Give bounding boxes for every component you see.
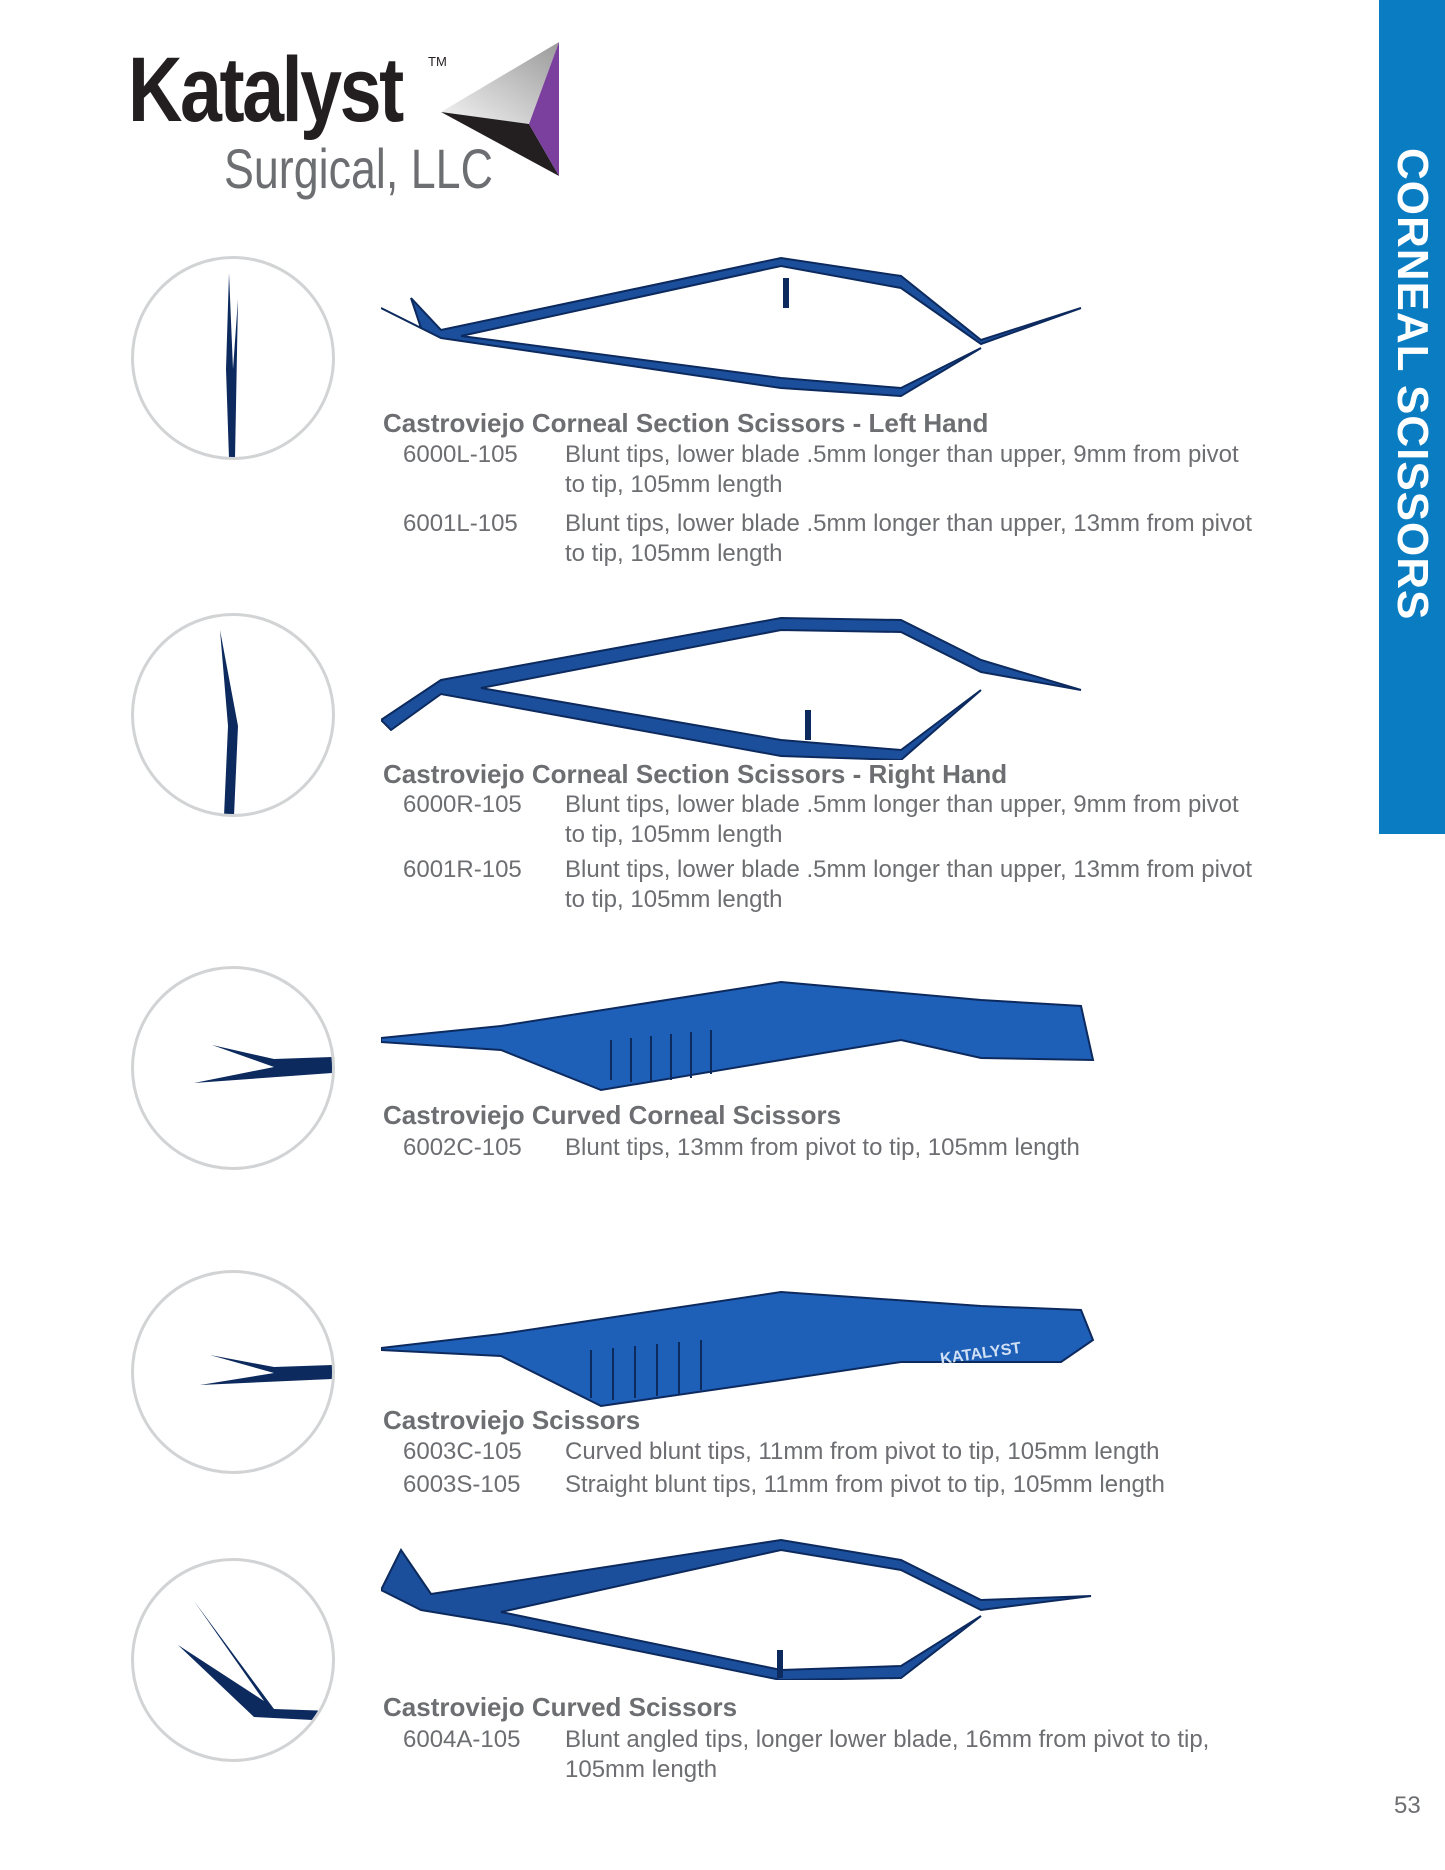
product-desc: Straight blunt tips, 11mm from pivot to … (565, 1471, 1165, 1498)
product-desc: Blunt tips, lower blade .5mm longer than… (565, 510, 1252, 567)
product-code: 6000R-105 (403, 791, 522, 818)
scissors-tip-icon (194, 1045, 332, 1083)
scissors-image (381, 616, 1082, 760)
product-row: 6001R-105 Blunt tips, lower blade .5mm lo… (403, 855, 1265, 915)
scissors-image (381, 980, 1095, 1092)
scissors-image (381, 256, 1082, 398)
product-row: 6002C-105 Blunt tips, 13mm from pivot to … (403, 1133, 1265, 1163)
product-row: 6003S-105 Straight blunt tips, 11mm from … (403, 1470, 1265, 1500)
section-tab: CORNEAL SCISSORS (1379, 0, 1445, 834)
product-title: Castroviejo Curved Corneal Scissors (383, 1100, 842, 1130)
product-desc: Blunt tips, lower blade .5mm longer than… (565, 441, 1239, 498)
product-row: 6000L-105 Blunt tips, lower blade .5mm lo… (403, 440, 1265, 500)
scissors-tip-icon (200, 1355, 332, 1385)
product-desc: Blunt tips, lower blade .5mm longer than… (565, 791, 1239, 848)
product-code: 6003S-105 (403, 1471, 521, 1498)
product-title: Castroviejo Corneal Section Scissors - R… (383, 759, 1008, 789)
section-tab-label: CORNEAL SCISSORS (1388, 148, 1437, 621)
scissors-image (381, 1538, 1092, 1680)
scissors-tip-icon (178, 1601, 332, 1721)
scissors-tip-icon (226, 273, 238, 457)
product-row: 6001L-105 Blunt tips, lower blade .5mm lo… (403, 509, 1265, 569)
product-desc: Curved blunt tips, 11mm from pivot to ti… (565, 1438, 1160, 1465)
product-code: 6001L-105 (403, 510, 518, 537)
product-code: 6004A-105 (403, 1726, 521, 1753)
tip-detail-circle (131, 1558, 335, 1762)
product-code: 6001R-105 (403, 856, 522, 883)
tip-detail-circle (131, 1270, 335, 1474)
tip-detail-circle (131, 966, 335, 1170)
product-row: 6003C-105 Curved blunt tips, 11mm from pi… (403, 1437, 1265, 1467)
tip-detail-circle (131, 256, 335, 460)
product-code: 6000L-105 (403, 441, 518, 468)
product-code: 6002C-105 (403, 1134, 522, 1161)
tip-detail-circle (131, 613, 335, 817)
product-code: 6003C-105 (403, 1438, 522, 1465)
scissors-image: KATALYST (381, 1290, 1095, 1408)
product-row: 6000R-105 Blunt tips, lower blade .5mm lo… (403, 790, 1265, 850)
product-desc: Blunt tips, lower blade .5mm longer than… (565, 856, 1252, 913)
product-desc: Blunt tips, 13mm from pivot to tip, 105m… (565, 1134, 1080, 1161)
scissors-tip-icon (220, 630, 238, 814)
logo-triangle-icon (441, 42, 559, 176)
product-desc: Blunt angled tips, longer lower blade, 1… (565, 1726, 1210, 1783)
product-title: Castroviejo Curved Scissors (383, 1692, 738, 1722)
product-title: Castroviejo Corneal Section Scissors - L… (383, 408, 989, 438)
product-row: 6004A-105 Blunt angled tips, longer lower… (403, 1725, 1265, 1785)
logo-subtitle: Surgical, LLC (224, 137, 493, 200)
product-title: Castroviejo Scissors (383, 1405, 641, 1435)
logo-wordmark: Katalyst (128, 39, 404, 141)
page-number: 53 (1394, 1792, 1421, 1819)
trademark-symbol: TM (428, 54, 447, 69)
